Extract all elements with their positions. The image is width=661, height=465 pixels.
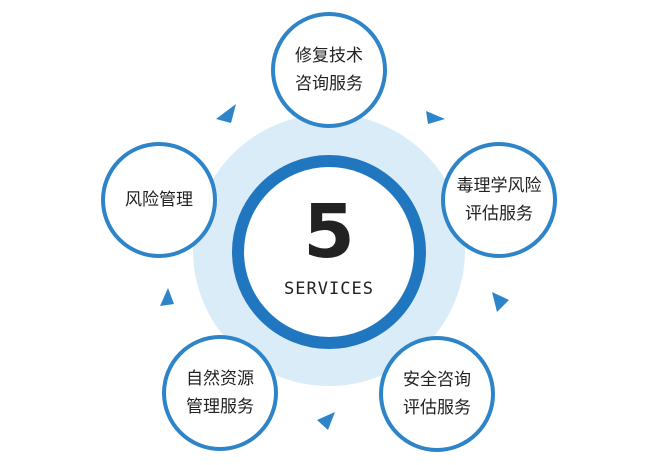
service-node-label: 咨询服务 (295, 74, 363, 94)
service-node-label: 管理服务 (186, 397, 254, 417)
arrow-icon (317, 412, 335, 430)
service-node-natural-resources: 自然资源 管理服务 (162, 335, 278, 451)
service-node-label: 评估服务 (403, 398, 471, 418)
arrow-icon (426, 111, 445, 124)
arrow-icon (160, 288, 174, 306)
service-node-label: 修复技术 (295, 46, 363, 66)
service-node-label: 风险管理 (125, 190, 193, 210)
service-node-label: 自然资源 (186, 369, 254, 389)
center-number: 5 (303, 189, 355, 275)
service-node-toxicology-risk: 毒理学风险 评估服务 (441, 142, 557, 258)
service-node-risk-management: 风险管理 (101, 142, 217, 258)
arrow-icon (216, 104, 236, 123)
service-node-label: 评估服务 (465, 204, 533, 224)
service-node-safety-consulting: 安全咨询 评估服务 (379, 336, 495, 452)
service-node-label: 安全咨询 (403, 370, 471, 390)
center-label: SERVICES (284, 279, 374, 299)
service-node-label: 毒理学风险 (456, 176, 542, 196)
arrow-icon (492, 292, 509, 312)
service-node-repair-consulting: 修复技术 咨询服务 (271, 12, 387, 128)
